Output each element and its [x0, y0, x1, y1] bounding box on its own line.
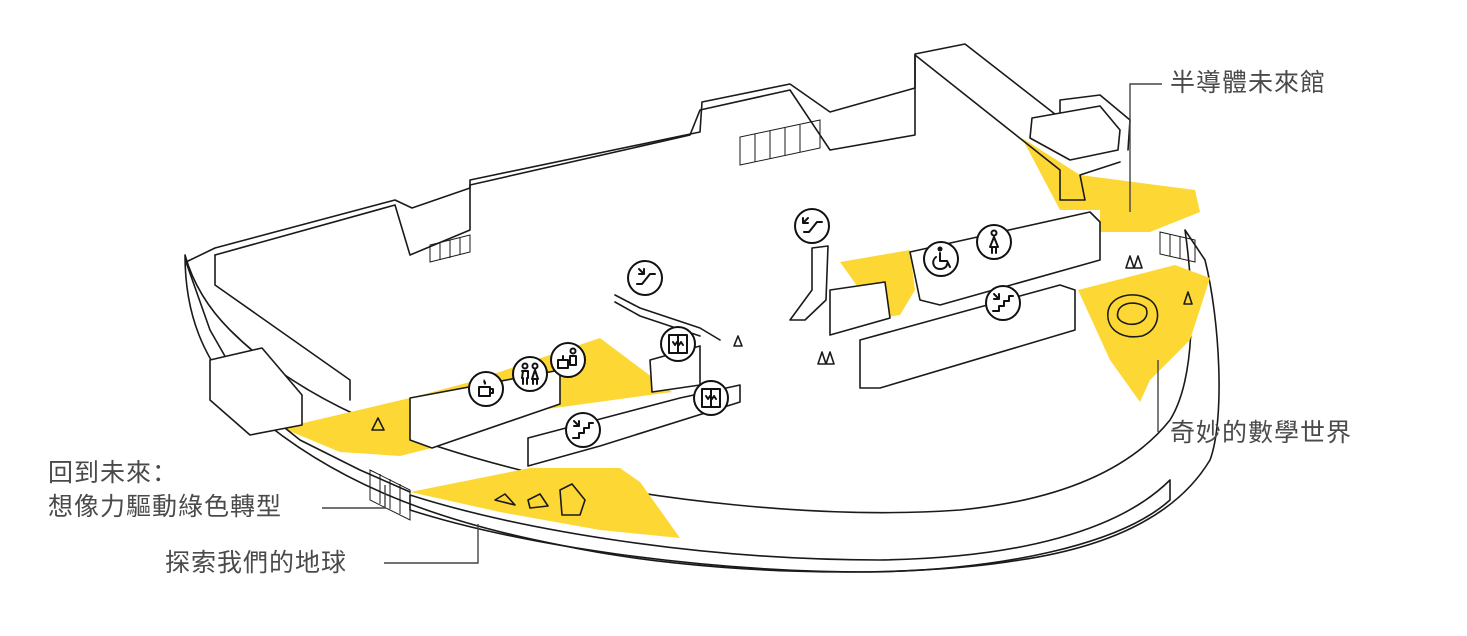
- earth-rocks: [494, 483, 586, 516]
- person-figures: [371, 255, 1193, 431]
- label-semiconductor: 半導體未來館: [1170, 68, 1327, 97]
- leader-explore-earth: [384, 524, 479, 564]
- cafe-icon: [468, 371, 504, 407]
- escalator-icon: [627, 260, 663, 296]
- zone-explore-earth: [410, 468, 680, 538]
- information-desk-icon: [550, 342, 586, 378]
- stairs-icon: [985, 285, 1021, 321]
- elevator-icon: [660, 326, 696, 362]
- escalator-block: [829, 281, 891, 336]
- leader-semiconductor: [1129, 83, 1162, 212]
- zone-semiconductor: [1022, 138, 1200, 232]
- escalator-stair: [789, 245, 829, 321]
- upper-right-room: [1029, 105, 1121, 161]
- left-room: [209, 347, 303, 436]
- back-wall-top: [185, 43, 1131, 263]
- zone-math-world: [1078, 265, 1210, 402]
- elevator-icon: [693, 380, 729, 416]
- window-grids: [369, 119, 1196, 521]
- escalator-icon: [794, 208, 830, 244]
- outer-rim: [409, 479, 1171, 573]
- label-explore-earth: 探索我們的地球: [165, 548, 348, 577]
- female-restroom-icon: [976, 224, 1012, 260]
- leader-back-to-future: [322, 485, 386, 509]
- restroom-icon: [512, 356, 548, 392]
- right-partition: [859, 284, 1076, 389]
- inner-left-wall: [214, 254, 351, 401]
- accessible-icon: [923, 241, 959, 277]
- interior-floor: [214, 54, 1121, 256]
- label-math-world: 奇妙的數學世界: [1170, 418, 1353, 447]
- leader-lines: [322, 83, 1162, 564]
- label-back-to-future-line2: 想像力驅動綠色轉型: [48, 492, 283, 521]
- label-back-to-future: 回到未來： 想像力驅動綠色轉型: [48, 456, 282, 524]
- stairs-icon: [565, 412, 601, 448]
- math-sculpture: [1107, 294, 1159, 338]
- label-back-to-future-line1: 回到未來：: [48, 458, 179, 487]
- right-upper-block: [909, 211, 1101, 306]
